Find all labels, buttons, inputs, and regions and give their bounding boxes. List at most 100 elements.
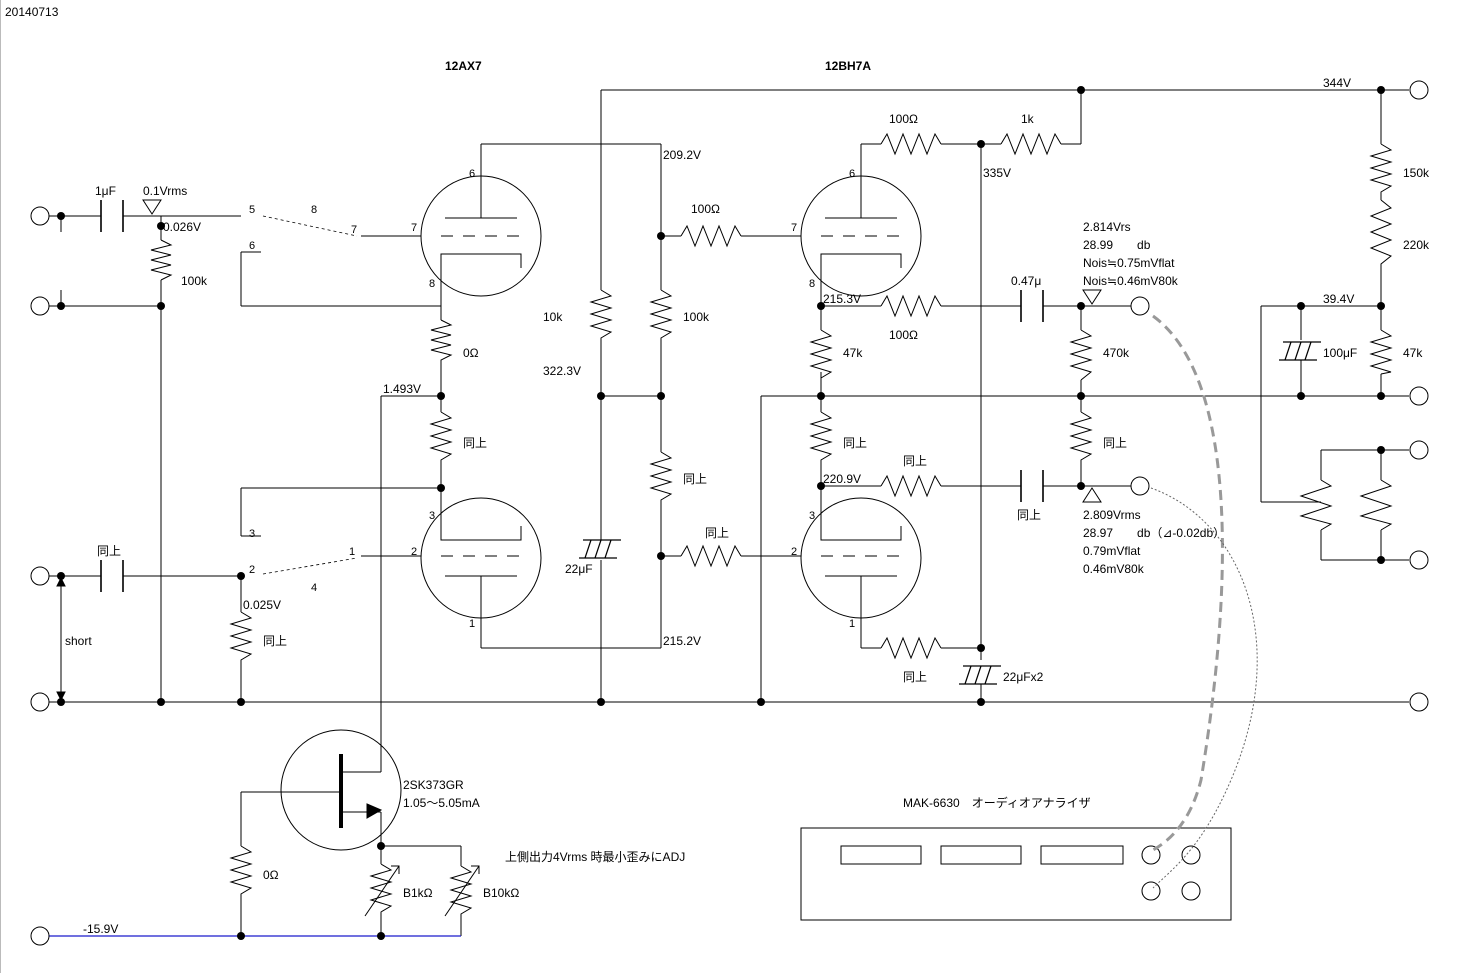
label-v-220-9: 220.9V: [823, 472, 861, 486]
terminal-heater-a: [1409, 440, 1429, 460]
pin-label: 2: [411, 546, 417, 558]
label-v-215-3: 215.3V: [823, 292, 861, 306]
resistor-same-out-bottom: [880, 474, 942, 498]
probe-markers: [142, 199, 1102, 503]
switch-pin: 8: [311, 204, 317, 216]
label-v-grid-bot: 0.025V: [243, 598, 281, 612]
label-r-470k-bot: 同上: [1103, 436, 1127, 450]
label-r-47k-bias: 47k: [1403, 346, 1423, 360]
tube2-title: 12BH7A: [825, 59, 871, 73]
balance-resistor-right: [1359, 479, 1393, 531]
resistor-47k-bias: [1369, 329, 1393, 375]
label-out-bot-4: 0.46mV80k: [1083, 562, 1145, 576]
label-adj-note: 上側出力4Vrms 時最小歪みにADJ: [505, 850, 685, 864]
label-cap-22u: 22μF: [565, 562, 593, 576]
pin-label: 8: [429, 278, 435, 290]
terminal-gnd-right: [1409, 692, 1429, 712]
resistor-0ohm-cathode: [430, 319, 453, 372]
label-v-39-4: 39.4V: [1323, 292, 1354, 306]
terminal-out-top: [1130, 296, 1150, 316]
terminal-in-top-gnd: [30, 296, 50, 316]
label-out-bot-1: 2.809Vrms: [1083, 508, 1141, 522]
switch-pin: 6: [249, 240, 255, 252]
resistor-1k: [1000, 132, 1062, 156]
label-r-in-bot: 同上: [263, 634, 287, 648]
switch-pin: 7: [351, 224, 357, 236]
tube1-title: 12AX7: [445, 59, 482, 73]
label-v-neg: -15.9V: [83, 922, 118, 936]
label-r-10k: 10k: [543, 310, 563, 324]
switch-pin: 2: [249, 564, 255, 576]
pin-label: 3: [429, 510, 435, 522]
label-r-220k: 220k: [1403, 238, 1430, 252]
resistor-150k: [1369, 143, 1393, 200]
junction-dots: [57, 86, 1385, 940]
label-out-top-4: Nois≒0.46mV80k: [1083, 274, 1179, 288]
terminal-b-plus: [1409, 80, 1429, 100]
pin-label: 6: [849, 168, 855, 180]
label-vr-10k: B10kΩ: [483, 886, 519, 900]
label-r-grid2-top: 100Ω: [691, 202, 720, 216]
tube-12ax7: [420, 175, 542, 619]
label-r-plate2-top: 100Ω: [889, 112, 918, 126]
label-r-cath-bot: 同上: [463, 436, 487, 450]
pin-label: 1: [849, 618, 855, 630]
label-r-470k: 470k: [1103, 346, 1130, 360]
switch-pin: 1: [349, 546, 355, 558]
label-v-322: 322.3V: [543, 364, 581, 378]
resistor-470k: [1069, 329, 1093, 381]
label-cap-22u-x2: 22μFx2: [1003, 670, 1044, 684]
resistor-same-47k-bottom: [809, 411, 833, 468]
audio-analyzer: [800, 827, 1232, 921]
label-r-47k-top: 47k: [843, 346, 863, 360]
resistor-220k: [1369, 199, 1393, 270]
label-vr-1k: B1kΩ: [403, 886, 433, 900]
variable-arrows: [364, 865, 480, 917]
resistor-100ohm-out: [880, 294, 942, 318]
label-fet: 2SK373GR: [403, 778, 464, 792]
resistor-same-cathode: [429, 411, 453, 468]
label-out-top-1: 2.814Vrs: [1083, 220, 1131, 234]
pin-label: 7: [791, 222, 797, 234]
label-short: short: [65, 634, 92, 648]
resistor-same-cathode2: [880, 636, 942, 660]
terminal-neg-supply: [30, 926, 50, 946]
label-r-47k-bot: 同上: [843, 436, 867, 450]
resistor-10k: [589, 289, 613, 344]
variable-resistor-10k: [449, 865, 473, 916]
label-out-top-3: Nois≒0.75mVflat: [1083, 256, 1175, 270]
balance-resistor-left: [1299, 479, 1333, 531]
tube-12bh7a: [800, 175, 922, 619]
switch-pin: 3: [249, 528, 255, 540]
fet-2sk373: [280, 729, 402, 851]
resistors: [150, 132, 1393, 916]
label-v-335: 335V: [983, 166, 1011, 180]
pin-label: 7: [411, 222, 417, 234]
label-r-cath2: 同上: [903, 670, 927, 684]
pin-label: 1: [469, 618, 475, 630]
label-cap-100u: 100μF: [1323, 346, 1357, 360]
switch-pin: 4: [311, 582, 317, 594]
label-v-cath-top: 1.493V: [383, 382, 421, 396]
wires: [49, 89, 1409, 936]
label-analyzer: MAK-6630 オーディオアナライザ: [903, 795, 1091, 810]
terminal-out-bottom: [1130, 476, 1150, 496]
resistor-100k-load: [649, 289, 673, 344]
probe-cable-top: [1152, 314, 1224, 852]
label-r-load-top: 100k: [683, 310, 710, 324]
terminal-gnd-bottom: [30, 692, 50, 712]
resistor-100ohm-grid: [680, 224, 742, 248]
label-out-top-2: 28.99 db: [1083, 238, 1151, 252]
label-r-grid2-bot: 同上: [705, 526, 729, 540]
label-v-plate1-bot: 215.2V: [663, 634, 701, 648]
terminal-in-bottom: [30, 566, 50, 586]
label-fet-current: 1.05～5.05mA: [403, 796, 480, 810]
resistor-same-input-bottom: [229, 611, 253, 668]
label-out-bot-3: 0.79mVflat: [1083, 544, 1141, 558]
label-r-cath-top: 0Ω: [463, 346, 479, 360]
label-cap-out-top: 0.47μ: [1011, 274, 1041, 288]
terminals: [30, 80, 1429, 946]
label-r-load-bot: 同上: [683, 472, 707, 486]
